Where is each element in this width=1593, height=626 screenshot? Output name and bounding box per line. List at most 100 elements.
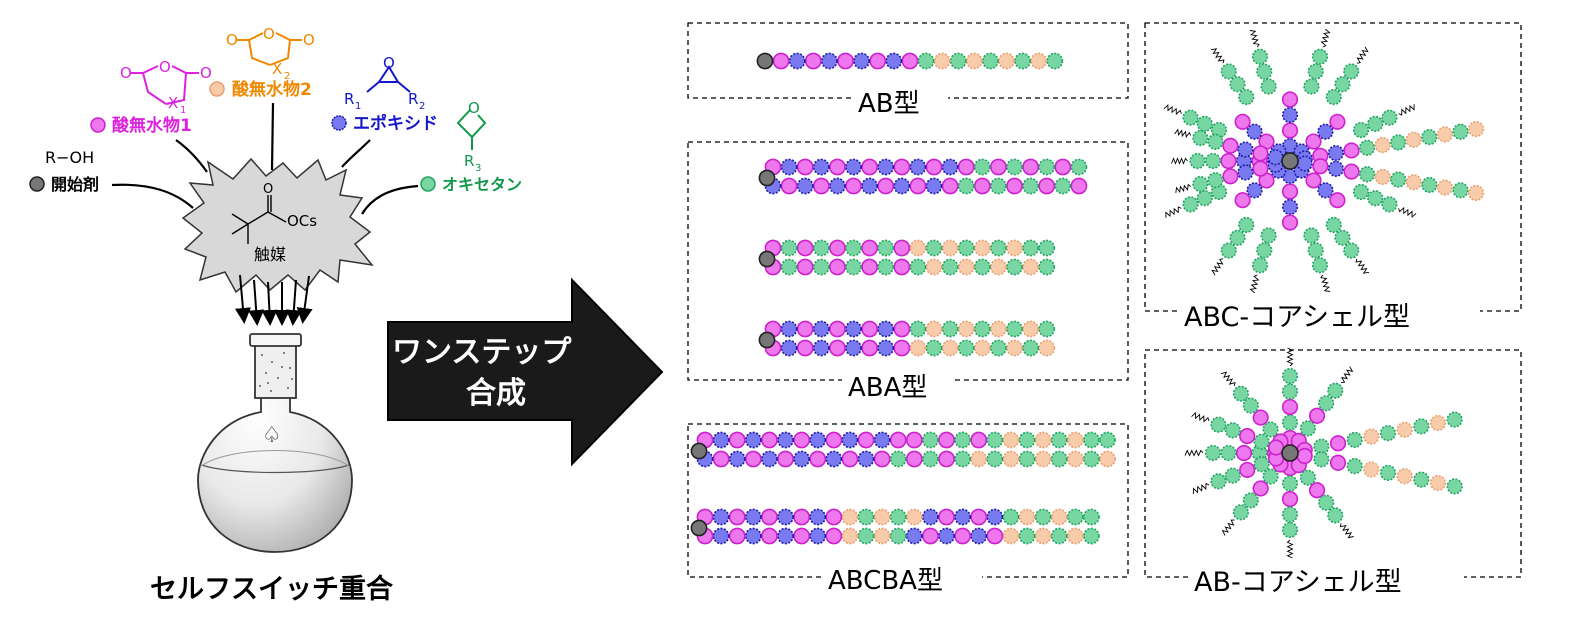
anhydride1-bead [893,158,911,176]
oxetane-bead [1281,475,1299,492]
catalyst-burst [181,157,374,294]
epoxide-bead [841,431,859,449]
anhydride1-bead [1305,133,1322,150]
epoxide-bead [712,527,730,545]
epoxide-bead [780,339,798,357]
anhydride1-bead [812,177,830,195]
anhydride2-bead [998,52,1015,70]
oxetane-bead [1379,425,1397,442]
anhydride2-o-right: O [303,31,315,49]
anhydride1-bead [793,508,810,526]
anhydride2-bead [1467,120,1485,138]
epoxide-bead [845,320,862,338]
anhydride1-bead [809,450,827,468]
oxetane-bead [1210,416,1227,433]
terminal-chain [1211,258,1224,276]
oxetane-r3: R [464,152,474,170]
oxetane-r3-sub: 3 [475,163,481,174]
oxetane-bead [845,239,862,257]
epoxide-bead [938,527,955,545]
epoxide-structure: O R 1 R 2 [344,54,425,112]
frame-abc-core-shell [1144,22,1522,312]
oxetane-bead [812,239,830,257]
oxetane-bead [1307,242,1324,259]
initiator-bead [758,331,776,349]
oxetane-bead [1083,431,1100,449]
oxetane-bead [1014,52,1031,70]
terminal-chain [1286,539,1294,559]
oxetane-bead [1006,158,1023,176]
catalyst: O OCs 触媒 [181,157,374,294]
anhydride2-bead [933,52,951,70]
anhydride2-bead [1396,421,1413,438]
anhydride1-bead [861,258,878,276]
oxetane-bead [857,508,875,526]
epoxide-bead [922,508,939,526]
oxetane-bead [1189,152,1206,170]
anhydride2-bead [973,339,991,357]
terminal-chain [1320,28,1331,48]
anhydride2-bead [1436,179,1454,196]
anhydride1-bead [728,527,746,545]
anhydride2-bead [1002,527,1020,545]
epoxide-bead [853,52,870,70]
oxetane-bead [986,450,1004,468]
epoxide-bead [780,158,798,176]
oxetane-bead [1224,422,1241,439]
epoxide-bead [809,508,827,526]
epoxide-r2-sub: 2 [419,101,425,112]
anhydride2-bead [957,258,975,276]
oxetane-bead [1210,473,1227,490]
terminal-chain [1355,258,1370,274]
oxetane-o: O [468,99,480,117]
anhydride1-bead [1281,214,1299,231]
initiator-bead [690,442,708,460]
initiator-bead [1281,444,1299,462]
anhydride2-o-left: O [226,31,238,49]
anhydride1-bead [1234,192,1251,209]
oxetane-bead [857,527,875,545]
terminal-chain [1163,104,1182,116]
oxetane-bead [925,239,943,257]
epoxide-bead [744,431,762,449]
anhydride1-bead [761,431,778,449]
initiator-bead [690,519,708,537]
anhydride1-o-right: O [200,64,212,82]
anhydride1-bead [777,450,794,468]
oxetane-bead [1343,63,1360,80]
oxetane-bead [1229,76,1246,93]
spade-icon: ♤ [262,423,282,448]
anhydride1-bead [793,527,810,545]
oxetane-bead [1313,451,1330,468]
frame-aba [687,141,1129,381]
anhydride1-bead [1252,480,1269,497]
anhydride2-bead [841,508,859,526]
epoxide-bead [925,177,943,195]
anhydride1-bead [1006,177,1023,195]
anhydride1-bead [728,431,746,449]
anhydride1-bead [772,52,790,70]
oxetane-bead [889,450,907,468]
anhydride1-bead [861,339,878,357]
anhydride1-bead [829,158,846,176]
epoxide-bead [873,431,891,449]
oxetane-bead [990,339,1007,357]
anhydride2-bead [1429,414,1447,432]
oxetane-bead [1220,63,1237,80]
oxetane-bead [1327,382,1344,399]
anhydride2-bead [990,320,1007,338]
anhydride1-bead [1305,172,1322,189]
oxetane-bead [1260,227,1277,244]
oxetane-bead [1452,182,1469,199]
oxetane-bead [973,320,991,338]
anhydride1-bead [869,52,887,70]
anhydride2-bead [1038,339,1056,357]
anhydride2-bead [909,239,927,257]
terminal-chain [1191,411,1210,423]
epoxide-bead [1281,198,1299,216]
oxetane-bead [941,258,959,276]
oxetane-bead [1281,367,1299,385]
anhydride2-bead [1006,239,1023,257]
oxetane-bead [1038,258,1056,276]
oxetane-bead [954,431,971,449]
